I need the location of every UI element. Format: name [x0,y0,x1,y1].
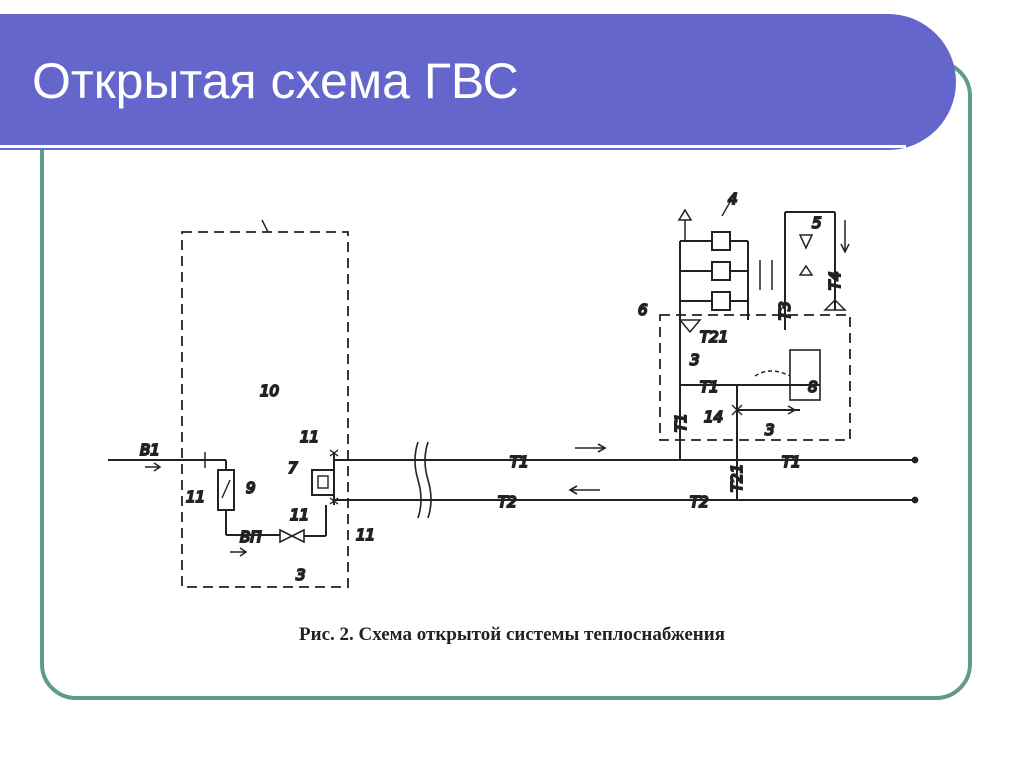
label-8: 8 [808,378,818,396]
label-t3-vertical: T3 [776,301,794,320]
label-3-top: 3 [690,351,700,369]
element-8 [789,349,821,401]
label-t1-branch: T1 [700,378,719,396]
consumer-unit-boundary [659,314,851,441]
label-9: 9 [246,479,256,497]
element-5 [798,234,814,250]
element-6 [678,319,702,334]
label-t21-vertical: T21 [728,464,746,492]
valve-vp [279,528,305,544]
label-t1-right: T1 [782,453,801,471]
title-bar: Открытая схема ГВС [0,14,956,150]
label-11-bottom: 11 [356,526,375,544]
label-t4-vertical: T4 [826,271,844,290]
label-t2-main: T2 [498,493,517,511]
slide-title: Открытая схема ГВС [32,53,519,109]
label-t21-branch: T21 [700,328,728,346]
heating-system-diagram: В1 ВП T1 T2 T1 T2 T21 T1 T21 T1 T3 T4 3 … [108,189,919,588]
label-vp: ВП [240,528,262,546]
slide-frame [40,60,972,700]
label-t1-main: T1 [510,453,529,471]
label-4: 4 [728,190,738,208]
label-6: 6 [638,301,648,319]
figure-caption: Рис. 2. Схема открытой системы теплоснаб… [299,624,725,645]
label-11-left: 11 [186,488,205,506]
label-14: 14 [704,408,723,426]
radiator-4-top [711,231,731,251]
radiator-4-mid [711,261,731,281]
element-7 [311,469,335,496]
unit-10-boundary [181,231,349,588]
label-11-top: 11 [300,428,319,446]
label-3-right: 3 [765,421,775,439]
label-10: 10 [260,382,279,400]
label-3-left: 3 [296,566,306,584]
label-11-mid: 11 [290,506,309,524]
label-7: 7 [288,459,298,477]
title-underline [0,145,906,148]
label-t1-vertical: T1 [672,413,690,432]
label-b1: В1 [140,441,160,459]
label-t2-right: T2 [690,493,709,511]
label-5: 5 [812,214,822,232]
radiator-4-bottom [711,291,731,311]
